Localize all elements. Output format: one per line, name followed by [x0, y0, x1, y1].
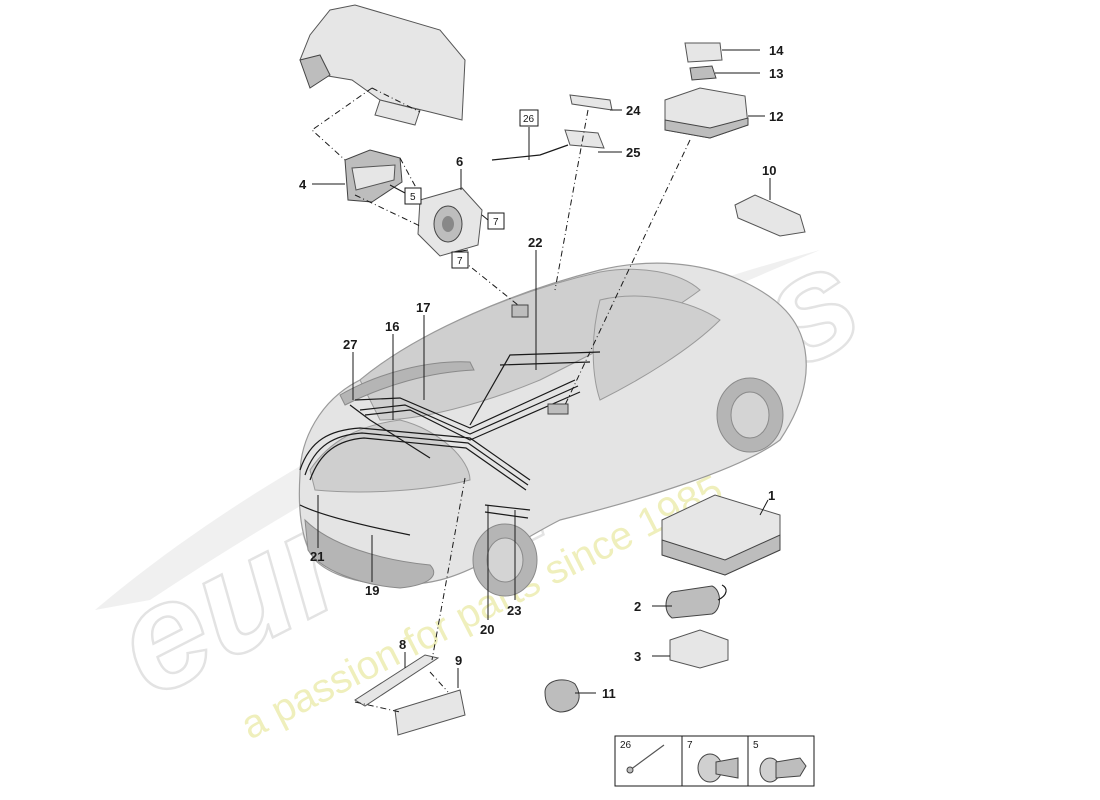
- callout-19: 19: [365, 583, 379, 598]
- legend-clip-icon: [697, 753, 739, 783]
- legend-rivet-icon: [759, 757, 807, 783]
- part-3-holder: [669, 629, 729, 669]
- part-2-antenna: [665, 584, 727, 619]
- watermark-swoosh: [95, 250, 820, 610]
- callout-1: 1: [768, 488, 775, 503]
- boxed-ref-26: 26: [523, 114, 535, 125]
- callout-4: 4: [299, 177, 307, 192]
- callout-25: 25: [626, 145, 640, 160]
- callout-9: 9: [455, 653, 462, 668]
- callout-13: 13: [769, 66, 783, 81]
- callout-17: 17: [416, 300, 430, 315]
- part-12-control-unit: [664, 87, 749, 139]
- car-rear-bumper: [304, 518, 435, 589]
- boxed-references: 26 5 7 7: [404, 109, 539, 269]
- part-1-control-unit: [661, 494, 781, 576]
- part-13-cap: [689, 65, 717, 81]
- harness-wire-g: [364, 391, 581, 441]
- harness-wire-e: [354, 379, 576, 429]
- harness-wire-a: [299, 427, 531, 481]
- harness-wire-f: [359, 385, 579, 435]
- car-front-rim: [730, 391, 770, 439]
- callout-16: 16: [385, 319, 399, 334]
- part-4-bracket: [344, 149, 403, 203]
- leader-lines: [312, 49, 771, 694]
- callout-21: 21: [310, 549, 324, 564]
- part-6-module: [417, 187, 483, 257]
- part-11-key: [544, 679, 580, 713]
- harness-wire-k: [484, 504, 531, 511]
- boxed-ref-7a: 7: [493, 217, 499, 228]
- callout-10: 10: [762, 163, 776, 178]
- harness-wire-i: [499, 361, 591, 366]
- callout-8: 8: [399, 637, 406, 652]
- legend-cell-5: 5: [753, 740, 759, 751]
- boxed-ref-5-frame: [404, 187, 422, 205]
- harness-wire-d: [349, 404, 431, 459]
- boxed-ref-5: 5: [410, 192, 416, 203]
- roof-connector: [511, 304, 529, 318]
- car-side-window: [592, 295, 721, 401]
- part-24-strip: [569, 94, 613, 111]
- boxed-ref-7a-frame: [487, 212, 505, 230]
- callout-12: 12: [769, 109, 783, 124]
- boxed-ref-26-frame: [519, 109, 539, 127]
- callout-3: 3: [634, 649, 641, 664]
- wiring-harness: [299, 304, 601, 536]
- harness-wire-h: [469, 351, 601, 426]
- boxed-ref-7b: 7: [457, 256, 463, 267]
- vehicle-outline: [298, 262, 807, 597]
- part-14-cover: [684, 42, 723, 63]
- callout-2: 2: [634, 599, 641, 614]
- callout-27: 27: [343, 337, 357, 352]
- callout-labels: 1 2 3 4 6 8 9 10 11 12 13 14 16 17 19 20…: [299, 43, 784, 701]
- part-9-bracket: [394, 689, 466, 736]
- part-25-antenna: [491, 129, 605, 161]
- callout-22: 22: [528, 235, 542, 250]
- callout-24: 24: [626, 103, 641, 118]
- callout-23: 23: [507, 603, 521, 618]
- callout-14: 14: [769, 43, 784, 58]
- legend-cell-26: 26: [620, 740, 632, 751]
- part-top-bracket-foot: [299, 54, 331, 89]
- legend-cable-tie-icon: [626, 744, 665, 774]
- harness-wire-b: [304, 432, 529, 486]
- legend-cell-7: 7: [687, 740, 693, 751]
- part-10-sensor: [734, 194, 806, 237]
- part-8-trim: [354, 654, 440, 707]
- car-rear-rim: [486, 537, 524, 583]
- part-top-bracket-assembly: [299, 4, 466, 126]
- callout-6: 6: [456, 154, 463, 169]
- harness-wire-l: [484, 511, 529, 519]
- harness-wire-j: [299, 504, 411, 536]
- car-roof-spoiler: [339, 361, 475, 406]
- part-top-bracket-tab: [374, 99, 421, 126]
- callout-20: 20: [480, 622, 494, 637]
- callout-11: 11: [602, 686, 616, 701]
- harness-module: [547, 403, 569, 415]
- car-rear-window: [309, 419, 471, 493]
- harness-wire-c: [309, 437, 527, 491]
- fastener-legend: 26 7 5: [614, 735, 815, 787]
- boxed-ref-7b-frame: [451, 251, 469, 269]
